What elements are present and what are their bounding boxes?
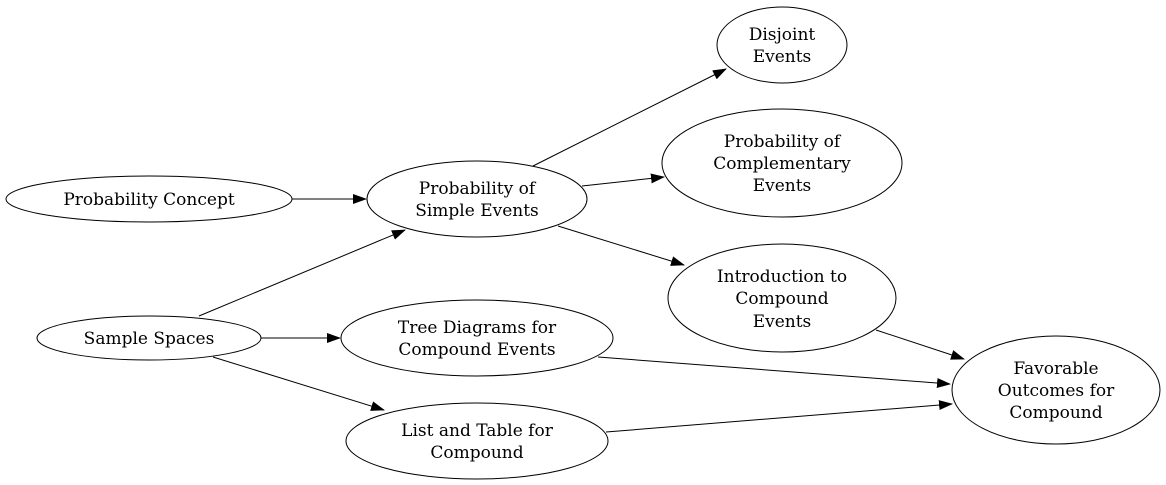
node-probability-concept: Probability Concept bbox=[5, 175, 293, 223]
edge-list-table-to-favorable bbox=[605, 400, 953, 433]
node-label-line: Probability of bbox=[419, 179, 537, 199]
node-label-line: Probability of bbox=[724, 132, 842, 152]
node-label-line: Introduction to bbox=[717, 267, 847, 287]
edge-simple-events-to-intro-compound bbox=[557, 225, 685, 266]
node-label-line: Tree Diagrams for bbox=[398, 318, 557, 338]
node-complementary-events: Probability of Complementary Events bbox=[661, 108, 903, 218]
node-label-line: List and Table for bbox=[401, 421, 554, 441]
node-label-line: Events bbox=[753, 312, 812, 332]
node-label-line: Compound bbox=[430, 443, 523, 463]
node-probability-simple-events: Probability of Simple Events bbox=[366, 160, 588, 238]
node-label-line: Probability Concept bbox=[63, 190, 235, 210]
node-label-line: Compound bbox=[1009, 403, 1102, 423]
edge-sample-spaces-to-simple-events bbox=[198, 229, 406, 317]
edge-simple-events-to-disjoint bbox=[532, 68, 727, 167]
edges bbox=[198, 68, 965, 433]
edge-simple-events-to-complementary bbox=[581, 173, 665, 187]
node-label-line: Events bbox=[753, 176, 812, 196]
node-label-line: Compound Events bbox=[398, 340, 555, 360]
node-label-line: Simple Events bbox=[415, 201, 539, 221]
node-disjoint-events: Disjoint Events bbox=[716, 6, 848, 84]
node-label-line: Outcomes for bbox=[998, 381, 1115, 401]
node-label-line: Events bbox=[753, 47, 812, 67]
edge-intro-compound-to-favorable bbox=[875, 329, 965, 360]
node-label-line: Complementary bbox=[713, 154, 851, 174]
node-favorable-outcomes: Favorable Outcomes for Compound bbox=[951, 335, 1161, 445]
node-sample-spaces: Sample Spaces bbox=[36, 315, 262, 361]
edge-tree-diagrams-to-favorable bbox=[597, 356, 951, 388]
node-intro-compound: Introduction to Compound Events bbox=[667, 243, 897, 353]
node-list-table: List and Table for Compound bbox=[345, 402, 609, 480]
node-tree-diagrams: Tree Diagrams for Compound Events bbox=[340, 299, 614, 377]
edge-sample-spaces-to-list-table bbox=[212, 356, 385, 411]
node-label-line: Disjoint bbox=[749, 25, 816, 45]
node-label-line: Favorable bbox=[1013, 359, 1098, 379]
node-label-line: Compound bbox=[735, 289, 828, 309]
node-label-line: Sample Spaces bbox=[84, 329, 215, 349]
nodes: Probability Concept Sample Spaces Probab… bbox=[5, 6, 1161, 480]
